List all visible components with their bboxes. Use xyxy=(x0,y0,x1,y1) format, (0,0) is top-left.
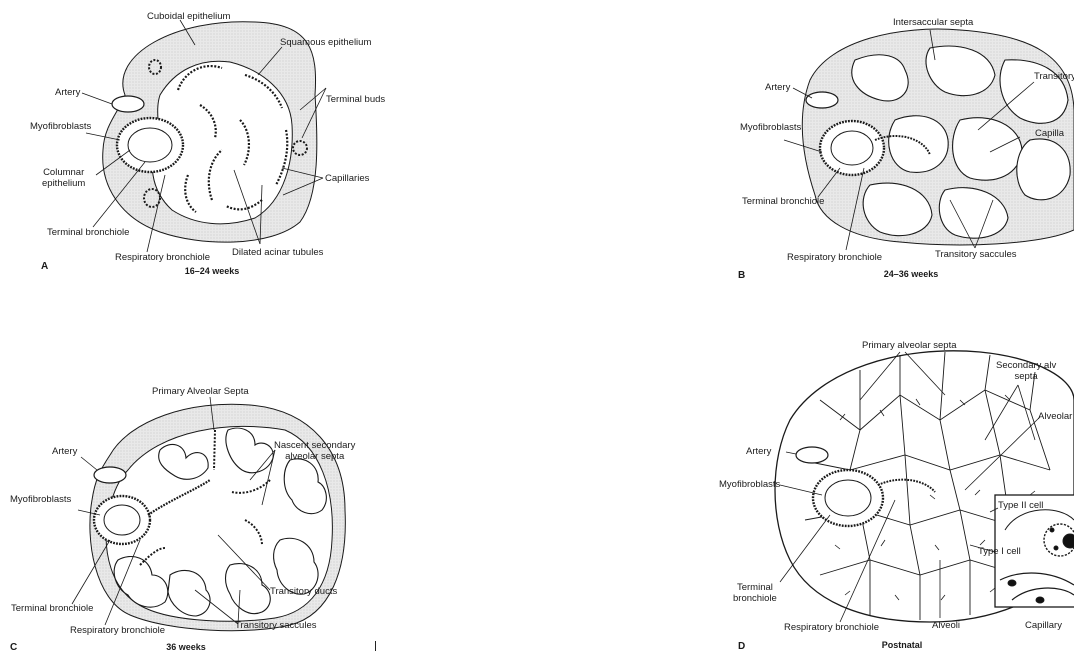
panel-a-letter: A xyxy=(41,261,48,272)
label-cuboidal-epithelium: Cuboidal epithelium xyxy=(147,11,230,22)
panel-c-letter: C xyxy=(10,642,17,653)
label-alveoli: Alveoli xyxy=(932,620,960,631)
panel-d-illustration xyxy=(775,351,1074,622)
label-respiratory-bronchiole-a: Respiratory bronchiole xyxy=(115,252,210,263)
panel-a-artery xyxy=(112,96,144,112)
label-myofibroblasts-a: Myofibroblasts xyxy=(30,121,91,132)
panel-c-caption: 36 weeks xyxy=(166,642,206,652)
label-transitory-ducts: Transitory ducts xyxy=(270,586,337,597)
panel-d-caption: Postnatal xyxy=(882,640,923,650)
panel-c-artery xyxy=(94,467,126,483)
label-columnar-epithelium: Columnar epithelium xyxy=(42,167,85,189)
label-type-i-cell: Type I cell xyxy=(978,546,1021,557)
label-respiratory-bronchiole-d: Respiratory bronchiole xyxy=(784,622,879,633)
label-primary-alveolar-septa-c: Primary Alveolar Septa xyxy=(152,386,249,397)
label-capillary: Capillary xyxy=(1025,620,1062,631)
panel-a-illustration xyxy=(103,22,317,242)
panel-d-artery xyxy=(796,447,828,463)
label-terminal-bronchiole-b: Terminal bronchiole xyxy=(742,196,824,207)
label-artery-a: Artery xyxy=(55,87,80,98)
label-terminal-bronchiole-d: Terminal bronchiole xyxy=(733,582,777,604)
label-primary-alveolar-septa-d: Primary alveolar septa xyxy=(862,340,957,351)
label-respiratory-bronchiole-b: Respiratory bronchiole xyxy=(787,252,882,263)
label-capillaries: Capillaries xyxy=(325,173,369,184)
label-terminal-bronchiole-a: Terminal bronchiole xyxy=(47,227,129,238)
label-secondary-alveolar-septa: Secondary alv septa xyxy=(996,360,1056,382)
label-artery-d: Artery xyxy=(746,446,771,457)
label-type-ii-cell: Type II cell xyxy=(998,500,1043,511)
panel-b-illustration xyxy=(802,29,1074,245)
label-dilated-acinar-tubules: Dilated acinar tubules xyxy=(232,247,323,258)
label-nascent-secondary-septa: Nascent secondary alveolar septa xyxy=(274,440,355,462)
label-alveolar: Alveolar xyxy=(1038,411,1072,422)
label-terminal-bronchiole-c: Terminal bronchiole xyxy=(11,603,93,614)
label-myofibroblasts-b: Myofibroblasts xyxy=(740,122,801,133)
panel-d-letter: D xyxy=(738,641,745,652)
label-intersaccular-septa: Intersaccular septa xyxy=(893,17,973,28)
label-artery-b: Artery xyxy=(765,82,790,93)
label-myofibroblasts-d: Myofibroblasts xyxy=(719,479,780,490)
label-squamous-epithelium: Squamous epithelium xyxy=(280,37,371,48)
label-myofibroblasts-c: Myofibroblasts xyxy=(10,494,71,505)
label-transitory-saccules-b: Transitory saccules xyxy=(935,249,1016,260)
panel-b-artery xyxy=(806,92,838,108)
label-transitory-d: Transitory d xyxy=(1034,71,1074,82)
panel-a-caption: 16–24 weeks xyxy=(185,266,240,276)
label-artery-c: Artery xyxy=(52,446,77,457)
panel-b-letter: B xyxy=(738,270,745,281)
label-transitory-saccules-c: Transitory saccules xyxy=(235,620,316,631)
label-capilla: Capilla xyxy=(1035,128,1064,139)
stray-mark xyxy=(375,641,376,651)
label-terminal-buds: Terminal buds xyxy=(326,94,385,105)
label-respiratory-bronchiole-c: Respiratory bronchiole xyxy=(70,625,165,636)
panel-b-caption: 24–36 weeks xyxy=(884,269,939,279)
